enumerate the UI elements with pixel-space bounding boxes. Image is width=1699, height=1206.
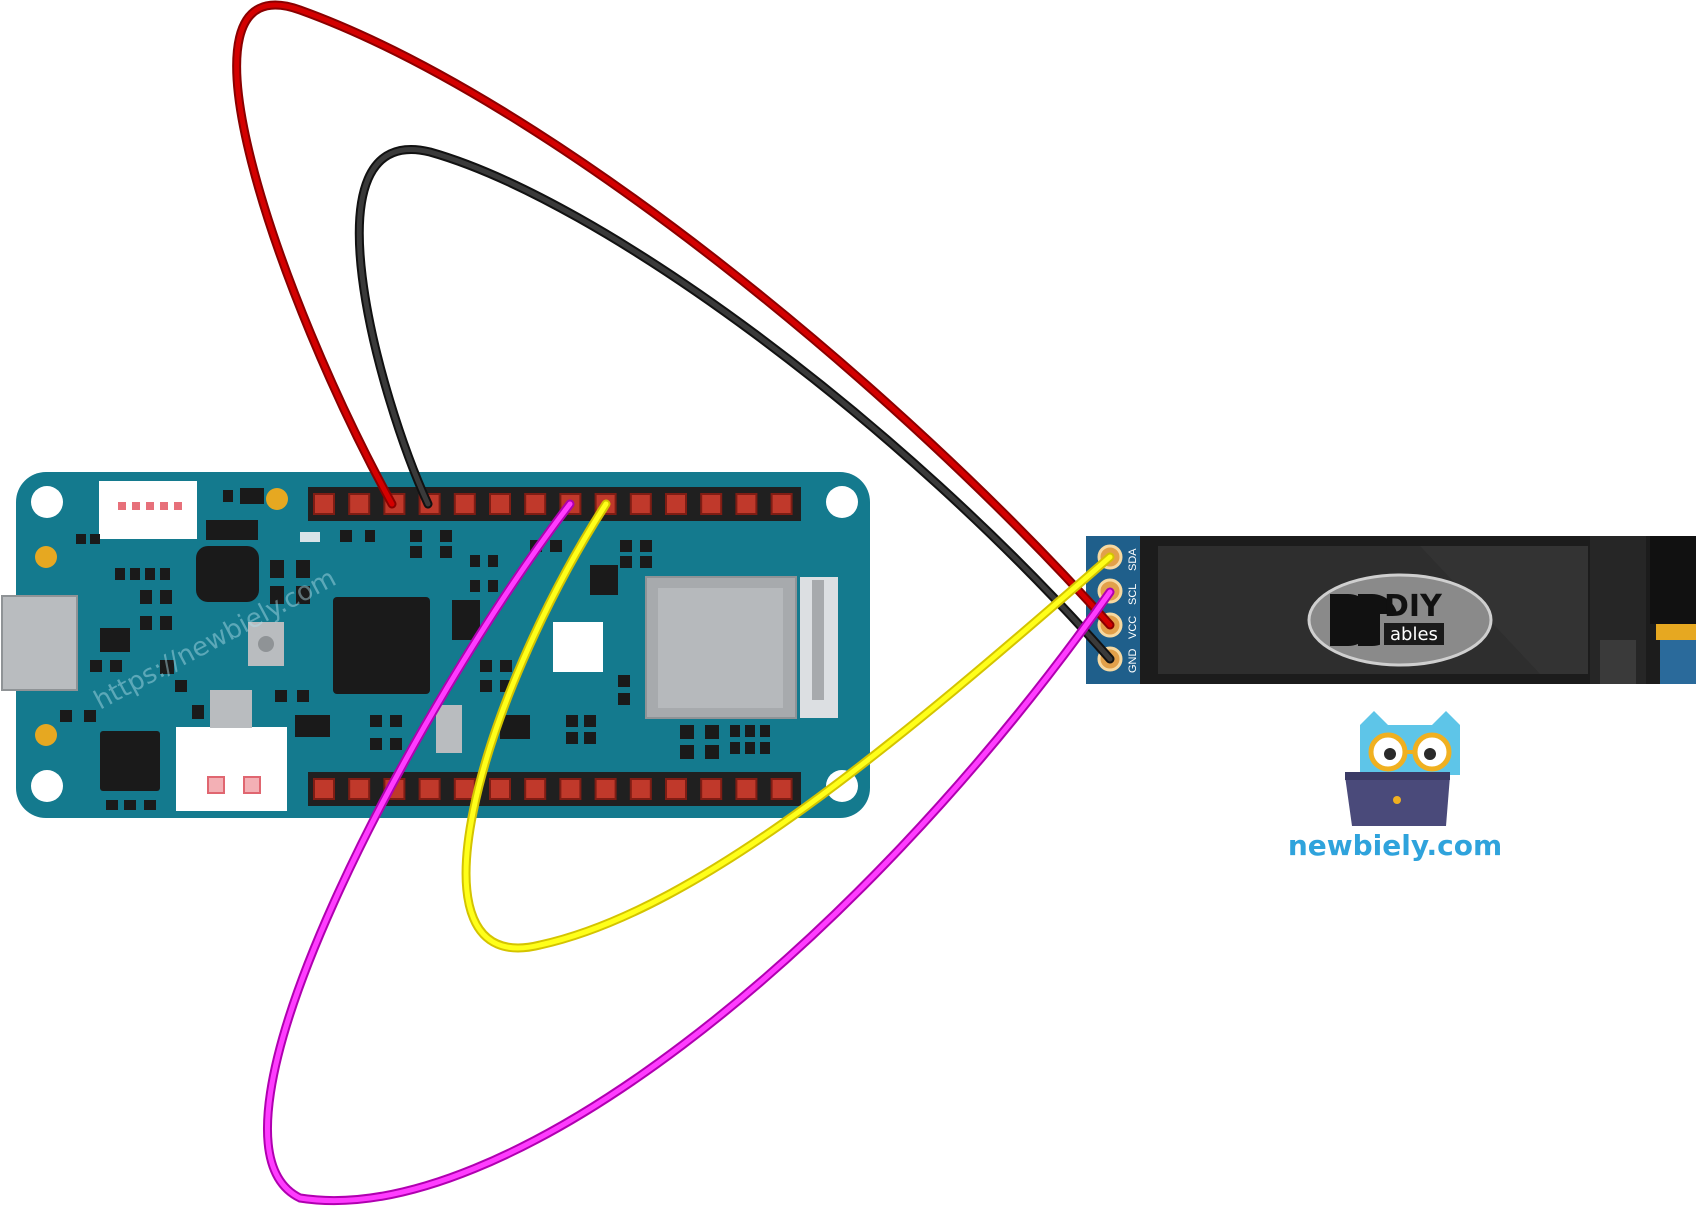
logo-word: DIY — [1384, 589, 1443, 624]
board-bottom-pin-8 — [559, 778, 582, 800]
crystal — [210, 690, 252, 728]
mounting-hole — [31, 486, 63, 518]
bottom-header-pins — [313, 778, 793, 800]
brand-url: newbiely.com — [1288, 829, 1502, 862]
oled-display: DIY ables SDA SCL VCC GND — [1086, 536, 1696, 684]
board-top-pin-12 — [700, 493, 723, 515]
microcontroller-chip — [333, 597, 430, 694]
small-chip — [590, 565, 618, 595]
board-bottom-pin-6 — [489, 778, 511, 800]
wires — [232, 0, 1115, 1206]
gold-pad — [35, 724, 57, 746]
oled-pin-label-gnd: GND — [1127, 649, 1139, 674]
board-top-pin-11 — [665, 493, 687, 515]
mounting-hole — [826, 486, 858, 518]
newbiely-brand: newbiely.com — [1288, 711, 1502, 862]
board-bottom-pin-13 — [735, 778, 758, 800]
board-bottom-pin-11 — [665, 778, 687, 800]
owl-laptop-icon — [1345, 711, 1460, 826]
board-bottom-pin-10 — [629, 778, 652, 800]
small-chip — [100, 628, 130, 652]
board-bottom-pin-7 — [524, 778, 547, 800]
logo-sub: ables — [1390, 624, 1438, 645]
inductor — [436, 705, 462, 753]
gold-pad — [266, 488, 288, 510]
board-bottom-pin-4 — [418, 778, 441, 800]
board-bottom-pin-1 — [313, 778, 335, 800]
gold-pad — [35, 546, 57, 568]
power-connector — [176, 727, 287, 811]
board-bottom-pin-2 — [348, 778, 371, 800]
board-top-pin-1 — [313, 493, 335, 515]
board-bottom-pin-12 — [700, 778, 723, 800]
board-top-pin-2 — [348, 493, 371, 515]
crypto-chip — [196, 546, 259, 602]
oled-pin-label-sda: SDA — [1127, 548, 1139, 571]
oled-pin-label-vcc: VCC — [1127, 616, 1139, 639]
smd-components — [60, 488, 770, 810]
mounting-hole — [31, 770, 63, 802]
usb-chip — [100, 731, 160, 791]
small-chip — [500, 715, 530, 739]
board-top-pin-14 — [770, 493, 793, 515]
diyables-logo: DIY ables — [1307, 573, 1493, 667]
usb-connector — [1, 595, 78, 691]
led-component — [553, 622, 603, 672]
board-top-pin-6 — [489, 493, 511, 515]
small-chip — [295, 715, 330, 737]
board-bottom-pin-5 — [453, 778, 476, 800]
board-top-pin-5 — [453, 493, 476, 515]
board-top-pin-10 — [629, 493, 652, 515]
board-top-pin-13 — [735, 493, 758, 515]
arduino-board: https://newbiely.com — [1, 472, 870, 818]
board-top-pin-7 — [524, 493, 547, 515]
board-bottom-pin-14 — [770, 778, 793, 800]
small-chip — [206, 520, 258, 540]
board-bottom-pin-9 — [594, 778, 617, 800]
oled-pin-label-scl: SCL — [1127, 584, 1139, 605]
